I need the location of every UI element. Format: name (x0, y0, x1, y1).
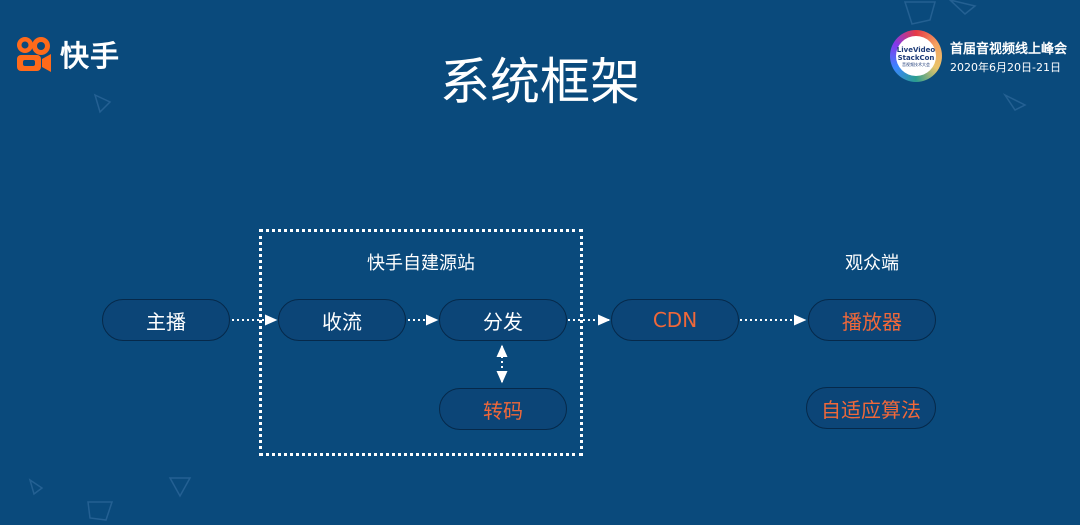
brand-name: 快手 (60, 39, 121, 73)
node-distribute: 分发 (439, 299, 567, 341)
node-anchor: 主播 (102, 299, 230, 341)
event-badge-icon: LiveVideo StackCon 音视频技术大会 (890, 30, 942, 82)
kuaishou-camera-logo-icon (17, 37, 51, 72)
badge-line-3: 音视频技术大会 (902, 61, 930, 67)
event-date: 2020年6月20日-21日 (950, 60, 1061, 74)
event-info: LiveVideo StackCon 音视频技术大会 首届音视频线上峰会 202… (890, 30, 1067, 82)
node-abr: 自适应算法 (806, 387, 936, 429)
badge-line-2: StackCon (897, 53, 935, 62)
page-title: 系统框架 (440, 53, 640, 111)
group-label: 快手自建源站 (367, 253, 475, 274)
node-transcode: 转码 (439, 388, 567, 430)
event-name: 首届音视频线上峰会 (950, 41, 1068, 57)
node-cdn: CDN (611, 299, 739, 341)
badge-line-1: LiveVideo (896, 45, 936, 54)
client-label: 观众端 (845, 253, 899, 274)
node-ingest: 收流 (278, 299, 406, 341)
origin-station-group (259, 229, 583, 456)
node-player: 播放器 (808, 299, 936, 341)
brand-logo: 快手 (14, 33, 120, 75)
